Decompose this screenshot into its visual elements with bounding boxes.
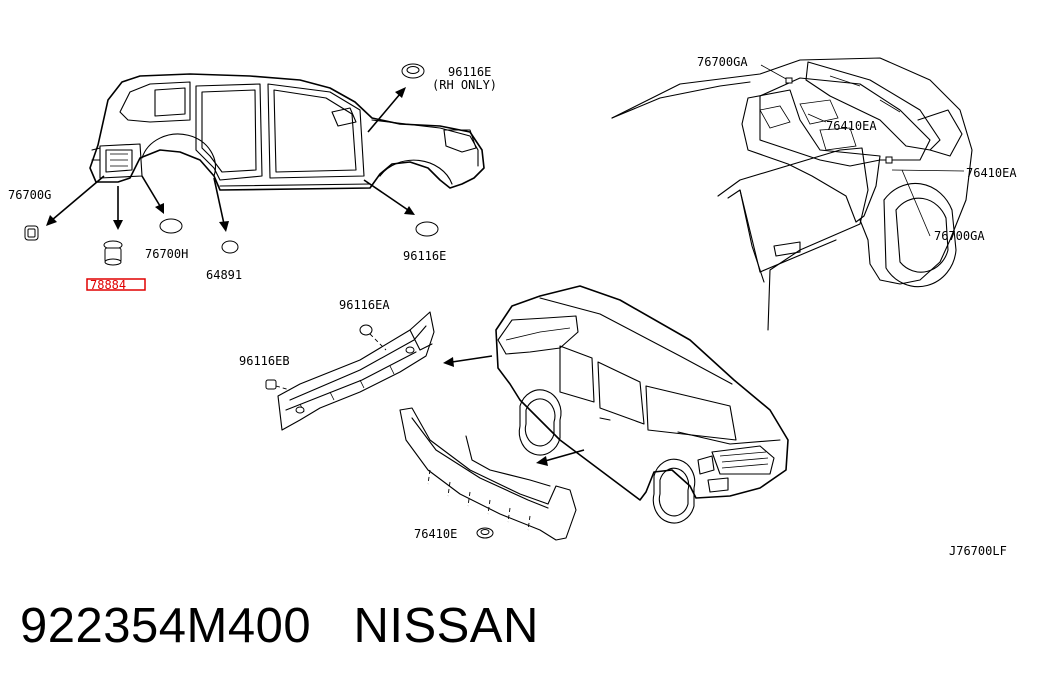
callout-lines-rear (760, 64, 965, 237)
callout-arrows-side (46, 87, 415, 232)
label-96116EB: 96116EB (239, 354, 290, 368)
brand-name: NISSAN (353, 599, 539, 653)
plug-96116E-mid (415, 221, 439, 237)
label-76410EA-b: 76410EA (966, 166, 1017, 180)
label-64891: 64891 (206, 268, 242, 282)
label-76410E: 76410E (414, 527, 457, 541)
arrow-to-inner-sill (443, 355, 493, 367)
outer-sill (399, 407, 577, 541)
diagram-code: J76700LF (949, 544, 1007, 558)
highlight-box-78884 (86, 278, 146, 291)
arrow-to-outer-sill (536, 449, 585, 466)
label-76700G: 76700G (8, 188, 51, 202)
rear-quarter-view (611, 57, 973, 331)
parts-diagram: 96116E (RH ONLY) 76700G 76700H 64891 961… (8, 55, 1017, 558)
plug-76700H (159, 218, 183, 234)
label-78884: 78884 (90, 278, 126, 292)
suv-overview (495, 285, 789, 524)
clip-76700G (24, 225, 39, 241)
label-96116E-top: 96116E (448, 65, 491, 79)
part-footer: 922354M400 NISSAN (20, 598, 539, 654)
grommet-78884 (103, 240, 123, 266)
clip-96116EB (265, 379, 291, 391)
label-76700H: 76700H (145, 247, 188, 261)
label-76410EA-a: 76410EA (826, 119, 877, 133)
part-number: 922354M400 (20, 599, 312, 653)
clip-96116EA (359, 324, 387, 351)
label-96116EA: 96116EA (339, 298, 390, 312)
grommet-76410E (476, 527, 494, 539)
plug-96116E-top (401, 63, 425, 79)
inner-sill-panel (277, 311, 435, 431)
side-body-panel (89, 73, 485, 191)
label-96116E-mid: 96116E (403, 249, 446, 263)
plug-64891 (221, 240, 239, 254)
label-76700GA-bot: 76700GA (934, 229, 985, 243)
label-76700GA-top: 76700GA (697, 55, 748, 69)
label-rh-only: (RH ONLY) (432, 78, 497, 92)
